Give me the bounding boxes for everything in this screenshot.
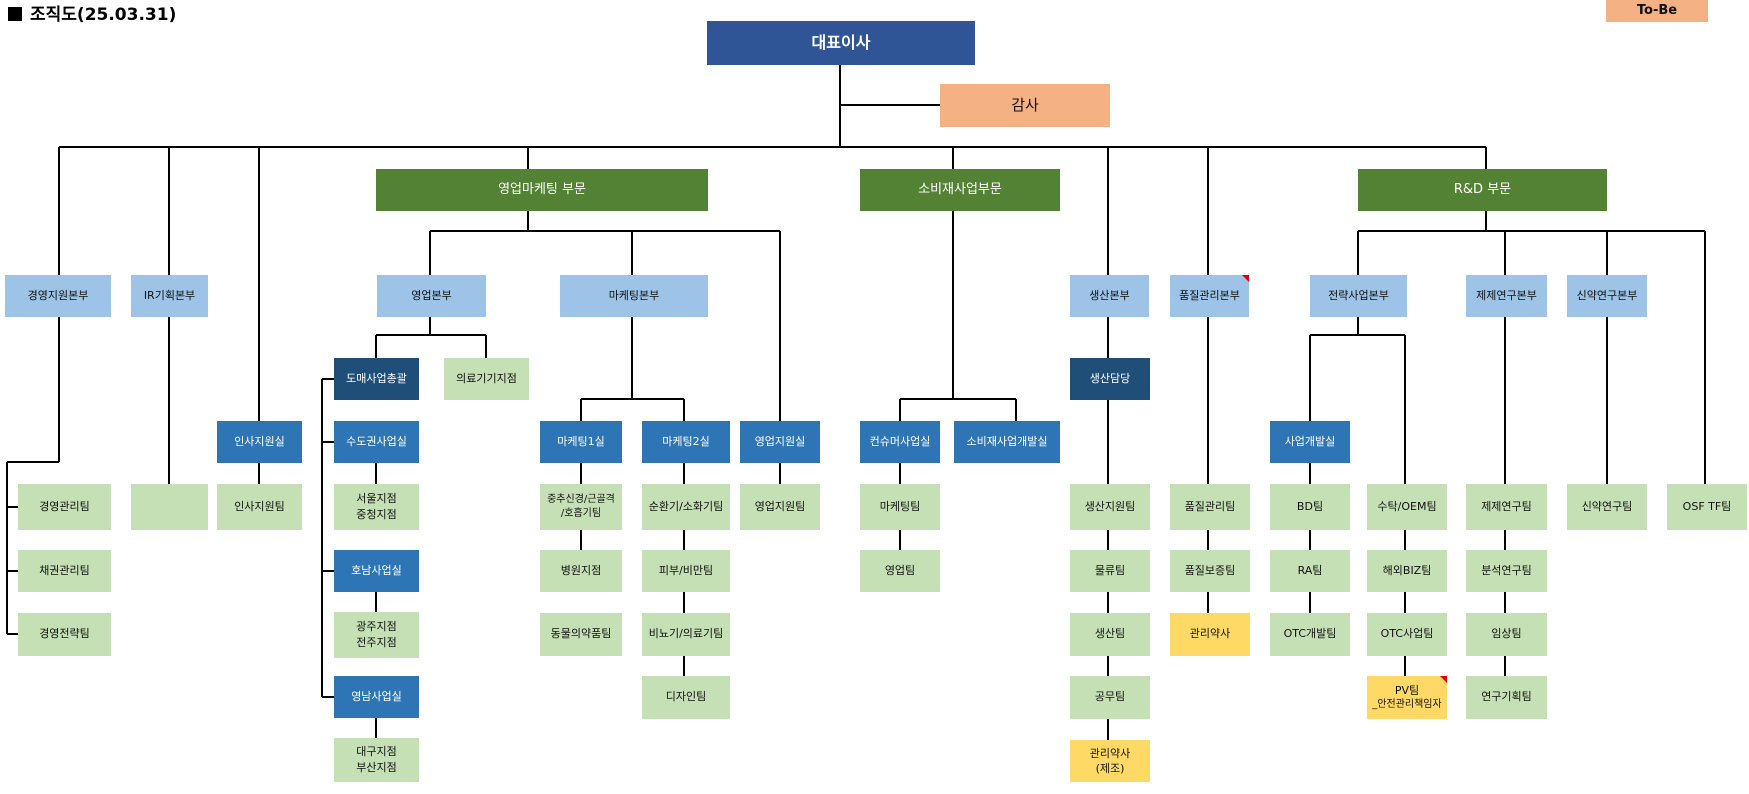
- square-bullet-icon: [8, 7, 22, 21]
- team-new-drug-research: 신약연구팀: [1567, 484, 1647, 530]
- team-line-1: 중추신경/근골격: [547, 494, 615, 505]
- team-production: 생산팀: [1070, 613, 1150, 656]
- team-daegu-busan-branches: 대구지점 부산지점: [334, 738, 419, 782]
- team-sales-support: 영업지원팀: [740, 484, 820, 530]
- division-consumer: 소비재사업부문: [860, 169, 1060, 211]
- team-gwangju-jeonju-branches: 광주지점 전주지점: [334, 612, 419, 658]
- office-marketing1: 마케팅1실: [540, 421, 622, 463]
- team-import-oem: 수탁/OEM팀: [1367, 484, 1447, 530]
- office-consumer-biz: 컨슈머사업실: [860, 421, 940, 463]
- team-hospital-branch: 병원지점: [540, 550, 622, 592]
- ceo-box: 대표이사: [707, 21, 975, 65]
- audit-box: 감사: [940, 84, 1110, 127]
- hq-quality: 품질관리본부: [1170, 275, 1249, 317]
- jeonju-branch: 전주지점: [356, 636, 397, 649]
- office-hr: 인사지원실: [217, 421, 302, 463]
- pv-team-line-2: _안전관리책임자: [1372, 699, 1442, 711]
- pharmacist-quality: 관리약사: [1170, 613, 1250, 656]
- pharmacist-production: 관리약사 (제조): [1070, 740, 1150, 782]
- central-branch: 중청지점: [356, 508, 397, 521]
- team-hr-support: 인사지원팀: [217, 484, 302, 530]
- team-analysis-research: 분석연구팀: [1466, 550, 1547, 592]
- daegu-branch: 대구지점: [356, 744, 397, 758]
- chart-title-text: 조직도(25.03.31): [30, 5, 177, 25]
- team-ir-empty: [131, 484, 208, 530]
- hq-management-support: 경영지원본부: [5, 275, 111, 317]
- hq-new-drug: 신약연구본부: [1567, 275, 1647, 317]
- team-skin-obesity: 피부/비만팀: [642, 550, 730, 592]
- team-animal-drug: 동물의약품팀: [540, 613, 622, 656]
- comment-marker-icon: [1242, 275, 1249, 282]
- hq-formulation: 제제연구본부: [1466, 275, 1547, 317]
- office-sales-support: 영업지원실: [740, 421, 820, 463]
- team-otc-biz: OTC사업팀: [1367, 613, 1447, 656]
- hq-sales: 영업본부: [377, 275, 486, 317]
- team-circulatory: 순환기/소화기팀: [642, 484, 730, 530]
- team-consumer-sales: 영업팀: [860, 550, 940, 592]
- office-honam: 호남사업실: [334, 550, 419, 592]
- chart-title: 조직도(25.03.31): [8, 0, 176, 25]
- team-urology-device: 비뇨기/의료기팀: [642, 613, 730, 656]
- team-seoul-central-branches: 서울지점 중청지점: [334, 484, 419, 530]
- hq-ir-planning: IR기획본부: [131, 275, 208, 317]
- team-mgmt-admin: 경영관리팀: [18, 484, 111, 530]
- team-clinical: 임상팀: [1466, 613, 1547, 656]
- pharmacist-line-1: 관리약사: [1089, 746, 1131, 760]
- division-rnd: R&D 부문: [1358, 169, 1607, 211]
- team-pv: PV팀 _안전관리책임자: [1367, 676, 1447, 719]
- division-sales-marketing: 영업마케팅 부문: [376, 169, 708, 211]
- team-bond-mgmt: 채권관리팀: [18, 550, 111, 592]
- seoul-branch: 서울지점: [356, 491, 397, 505]
- office-wholesale: 도매사업총괄: [334, 358, 419, 400]
- comment-marker-icon: [1440, 676, 1447, 683]
- hq-strategy: 전략사업본부: [1310, 275, 1407, 317]
- pharmacist-line-2: (제조): [1095, 762, 1125, 775]
- team-engineering: 공무팀: [1070, 676, 1150, 719]
- to-be-label: To-Be: [1606, 0, 1708, 22]
- team-otc-dev: OTC개발팀: [1270, 613, 1350, 656]
- team-quality-mgmt: 품질관리팀: [1170, 484, 1250, 530]
- team-mgmt-strategy: 경영전략팀: [18, 613, 111, 656]
- team-line-2: /호흡기팀: [560, 508, 602, 519]
- team-research-planning: 연구기획팀: [1466, 676, 1547, 719]
- team-design: 디자인팀: [642, 676, 730, 719]
- gwangju-branch: 광주지점: [356, 619, 397, 633]
- team-overseas-biz: 해외BIZ팀: [1367, 550, 1447, 592]
- team-quality-assurance: 품질보증팀: [1170, 550, 1250, 592]
- hq-marketing: 마케팅본부: [560, 275, 708, 317]
- pv-team-line-1: PV팀: [1394, 683, 1420, 697]
- office-metro: 수도권사업실: [334, 421, 419, 463]
- team-ra: RA팀: [1270, 550, 1350, 592]
- office-yeongnam: 영남사업실: [334, 676, 419, 718]
- team-consumer-marketing: 마케팅팀: [860, 484, 940, 530]
- team-bd: BD팀: [1270, 484, 1350, 530]
- busan-branch: 부산지점: [356, 761, 397, 774]
- team-production-support: 생산지원팀: [1070, 484, 1150, 530]
- team-logistics: 물류팀: [1070, 550, 1150, 592]
- hq-production: 생산본부: [1070, 275, 1149, 317]
- team-cns-musculo-respiratory: 중추신경/근골격 /호흡기팀: [540, 484, 622, 530]
- office-biz-dev: 사업개발실: [1270, 421, 1350, 463]
- office-consumer-dev: 소비재사업개발실: [954, 421, 1060, 463]
- team-formulation-research: 제제연구팀: [1466, 484, 1547, 530]
- team-medical-device-branch: 의료기기지점: [444, 358, 529, 400]
- office-production-head: 생산담당: [1070, 358, 1150, 400]
- office-marketing2: 마케팅2실: [642, 421, 730, 463]
- team-osf-tf: OSF TF팀: [1667, 484, 1747, 530]
